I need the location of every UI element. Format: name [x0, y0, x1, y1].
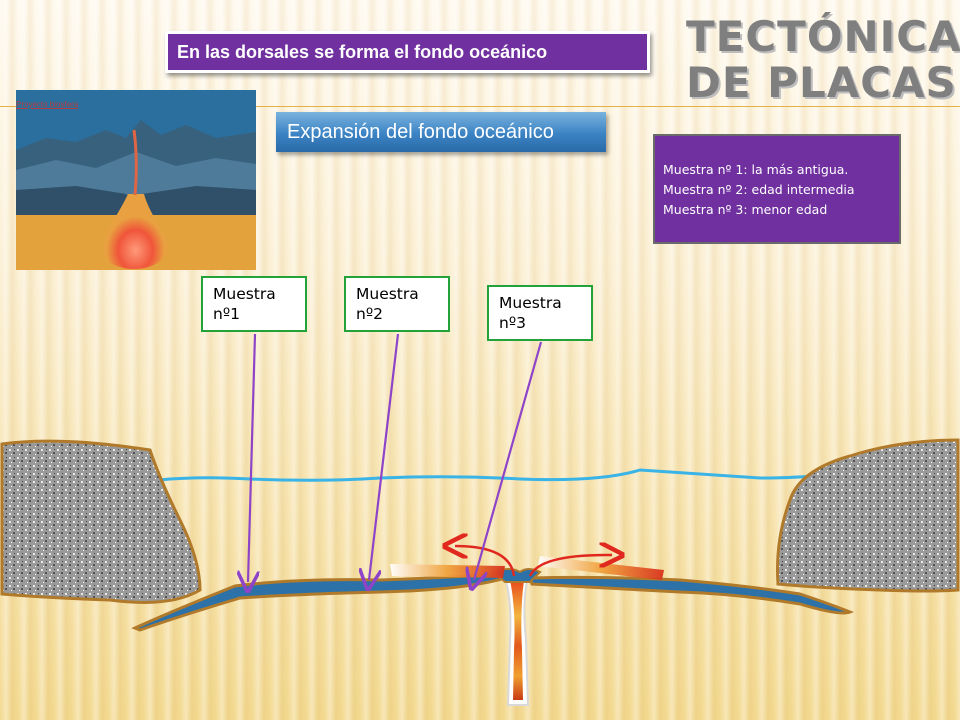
sample-arrow-2 [369, 333, 400, 580]
thumbnail-caption-link[interactable]: Proyecto biosfera [16, 100, 79, 109]
sample-label-1: Muestra nº1 [201, 276, 307, 332]
new-crust-left [390, 564, 505, 578]
legend-item-2: Muestra nº 2: edad intermedia [663, 182, 855, 197]
spreading-arrow-left [455, 546, 516, 577]
left-continent-rock [0, 439, 202, 604]
sample-3-line-1: Muestra [499, 294, 562, 312]
right-continent-rock [776, 438, 960, 593]
legend-box: Muestra nº 1: la más antigua. Muestra nº… [653, 134, 901, 244]
sample-3-line-2: nº3 [499, 314, 526, 332]
header-rule [0, 106, 960, 107]
sample-1-line-2: nº1 [213, 305, 240, 323]
sea-surface-line [157, 468, 813, 482]
right-oceanic-crust [527, 575, 855, 615]
title-line-2: DE PLACAS [686, 58, 957, 107]
sample-label-2: Muestra nº2 [344, 276, 450, 332]
spreading-arrow-right [528, 555, 612, 577]
sample-1-line-1: Muestra [213, 285, 276, 303]
ridge-thumbnail-image [16, 90, 256, 270]
sample-arrow-1 [248, 333, 255, 582]
banner-text-box: En las dorsales se forma el fondo oceáni… [165, 31, 650, 73]
subtitle-text-box: Expansión del fondo oceánico [276, 112, 606, 152]
legend-item-3: Muestra nº 3: menor edad [663, 202, 828, 217]
legend-item-1: Muestra nº 1: la más antigua. [663, 162, 849, 177]
sample-arrow-3 [474, 341, 543, 580]
sample-label-3: Muestra nº3 [487, 285, 593, 341]
new-crust-right [538, 556, 664, 580]
sample-2-line-1: Muestra [356, 285, 419, 303]
title-line-1: TECTÓNICA [686, 12, 960, 61]
sample-2-line-2: nº2 [356, 305, 383, 323]
slide-title: TECTÓNICA DE PLACAS [686, 14, 960, 106]
